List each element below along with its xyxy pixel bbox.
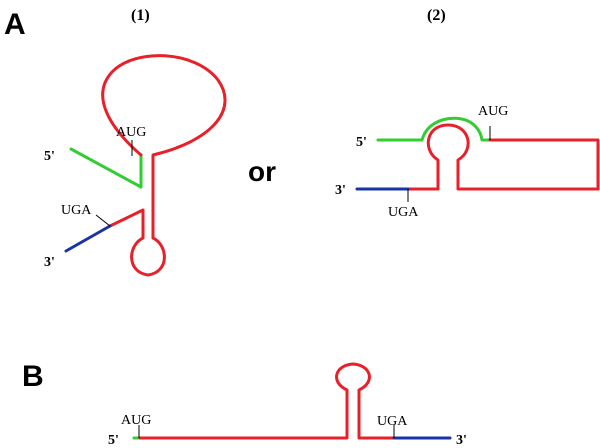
structure-1-large-loop xyxy=(101,54,227,240)
structure-b: AUG UGA 5' 3' xyxy=(108,362,467,448)
structure-1-aug-label: AUG xyxy=(116,125,146,140)
option-2-number: (2) xyxy=(427,7,446,24)
structure-1: AUG UGA 5' 3' xyxy=(44,54,227,277)
structure-1-5prime-label: 5' xyxy=(44,149,55,164)
structure-2-5utr xyxy=(376,116,492,142)
structure-b-5prime-label: 5' xyxy=(108,433,119,448)
structure-1-5utr xyxy=(69,147,143,189)
structure-2-5prime-label: 5' xyxy=(356,135,367,150)
structure-1-uga-label: UGA xyxy=(61,203,92,218)
structure-1-3prime-label: 3' xyxy=(44,255,55,270)
or-connector: or xyxy=(248,156,276,187)
structure-2-uga-label: UGA xyxy=(388,205,419,220)
structure-2: AUG UGA 5' 3' xyxy=(335,104,600,220)
structure-1-3utr xyxy=(64,224,112,253)
structure-b-3prime-label: 3' xyxy=(456,433,467,448)
structure-b-uga-label: UGA xyxy=(377,414,408,429)
structure-1-small-loop xyxy=(108,208,166,277)
option-1-number: (1) xyxy=(131,7,150,24)
structure-b-aug-label: AUG xyxy=(121,413,151,428)
panel-b-letter: B xyxy=(22,360,44,393)
structure-2-3prime-label: 3' xyxy=(335,183,346,198)
structure-1-uga-tick xyxy=(95,214,111,227)
structure-b-coding xyxy=(138,362,396,440)
structure-2-aug-label: AUG xyxy=(478,104,508,119)
panel-a-letter: A xyxy=(4,8,26,41)
structure-2-coding xyxy=(406,123,600,191)
